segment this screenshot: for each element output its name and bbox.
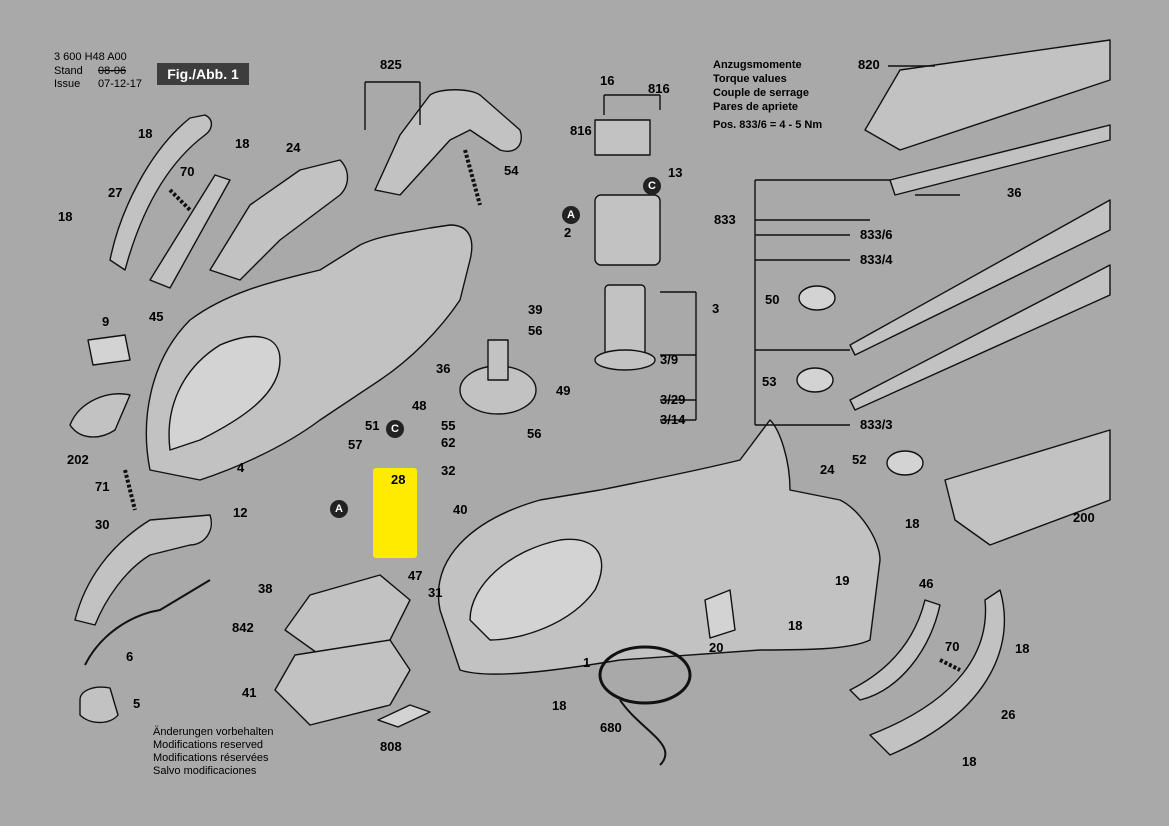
part-label: 30 [95,517,110,532]
part-label: 3/9 [660,352,679,367]
part-label: 816 [648,81,670,96]
part-label: 70 [945,639,960,654]
part-label: 842 [232,620,254,635]
footer-line-2: Modifications reserved [153,739,264,751]
part-label: 39 [528,302,543,317]
footer-line-1: Änderungen vorbehalten [153,726,274,738]
footer-line-4: Salvo modificaciones [153,765,257,777]
part-label: 3/29 [660,392,686,407]
part-label: 825 [380,57,402,72]
marker-a: A [562,206,580,224]
figure-label: Fig./Abb. 1 [157,63,249,85]
part-label: 57 [348,437,363,452]
part-label: 833/4 [860,252,893,267]
part-label: 808 [380,739,402,754]
issue-label: Issue [54,78,81,90]
marker-c: C [386,420,404,438]
part-label: 202 [67,452,89,467]
part-label: 36 [436,361,451,376]
part-label: 49 [556,383,571,398]
part-label: 54 [504,163,519,178]
part-label: 816 [570,123,592,138]
part-label: 3 [712,301,720,316]
marker-a: A [330,500,348,518]
part-label: 833/6 [860,227,893,242]
part-label: 45 [149,309,164,324]
part-label: 28 [391,472,406,487]
part-label: 70 [180,164,195,179]
part-label: 50 [765,292,780,307]
torque-line-4: Pares de apriete [713,101,798,113]
part-label: 47 [408,568,423,583]
stand-label: Stand [54,65,83,77]
part-label: 31 [428,585,443,600]
part-label: 19 [835,573,850,588]
part-label: 46 [919,576,934,591]
part-label: 16 [600,73,615,88]
part-label: 5 [133,696,141,711]
part-label: 41 [242,685,257,700]
stand-value: 08-06 [98,65,127,77]
part-label: 2 [564,225,572,240]
part-label: 32 [441,463,456,478]
footer-line-3: Modifications réservées [153,752,269,764]
torque-line-3: Couple de serrage [713,87,809,99]
part-label: 26 [1001,707,1016,722]
handle-27 [109,114,213,271]
torque-line-2: Torque values [713,73,787,85]
part-label: 24 [820,462,835,477]
torque-line-5: Pos. 833/6 = 4 - 5 Nm [713,119,823,131]
part-label: 24 [286,140,301,155]
part-label: 833 [714,212,736,227]
part-label: 51 [365,418,380,433]
part-label: 833/3 [860,417,893,432]
part-label: 820 [858,57,880,72]
part-label: 6 [126,649,134,664]
part-label: 52 [852,452,867,467]
part-label: 40 [453,502,468,517]
part-label: 20 [709,640,724,655]
part-label: 12 [233,505,248,520]
part-label: 53 [762,374,777,389]
part-label: 36 [1007,185,1022,200]
part-label: 200 [1073,510,1095,525]
part-label: 680 [600,720,622,735]
part-label: 18 [1015,641,1030,656]
issue-value: 07-12-17 [98,78,143,90]
part-label: 4 [237,460,245,475]
part-label: 3/14 [660,412,686,427]
part-label: 56 [527,426,542,441]
part-label: 62 [441,435,456,450]
doc-number: 3 600 H48 A00 [54,51,127,63]
part-label: 18 [552,698,567,713]
part-label: 38 [258,581,273,596]
part-label: 1 [583,655,591,670]
part-label: 18 [788,618,803,633]
part-label: 48 [412,398,427,413]
part-label: 27 [108,185,123,200]
part-label: 9 [102,314,110,329]
part-label: 71 [95,479,110,494]
part-label: 18 [235,136,250,151]
highlight-part-28 [373,468,417,558]
part-label: 18 [962,754,977,769]
part-label: 13 [668,165,683,180]
marker-c: C [643,177,661,195]
handle-825 [374,89,522,196]
part-label: 18 [138,126,153,141]
part-label: 55 [441,418,456,433]
part-label: 18 [58,209,73,224]
torque-line-1: Anzugsmomente [713,59,802,71]
part-label: 18 [905,516,920,531]
part-label: 56 [528,323,543,338]
